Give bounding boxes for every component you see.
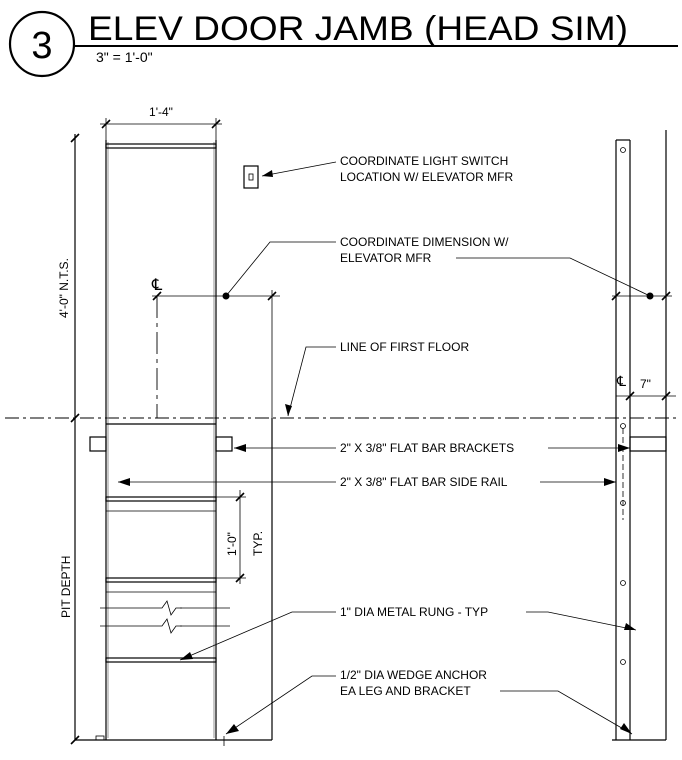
ladder-section: ℄ 7" [615,139,676,740]
centerline-symbol: ℄ [151,277,163,294]
drawing-scale: 3" = 1'-0" [96,49,153,65]
light-switch-toggle [248,173,254,181]
arrowhead [226,724,239,734]
ladder-elevation: ℄ [89,140,233,746]
cl-dimension-tick [152,291,162,301]
ladder-rung [105,577,217,583]
ladder-top-rung [105,143,217,149]
light-switch-symbol [243,165,259,189]
offset-dimension-text: 7" [640,377,651,391]
width-dimension-text: 1'-4" [149,105,173,119]
detail-bubble [8,10,76,78]
width-tick [211,119,221,129]
arrowhead [624,623,636,630]
pit-depth-text: PIT DEPTH [59,556,73,618]
bracket-right [215,436,233,452]
note-light-switch-line1: COORDINATE LIGHT SWITCH [340,154,508,168]
note-brackets: 2" X 3/8" FLAT BAR BRACKETS [340,441,514,455]
bracket-left [89,436,107,452]
dimensions: 1'-4" 4'-0" N.T.S. PIT DEPTH 1'-0" TYP. [57,105,672,745]
cl-dimension-tick-right [661,291,671,301]
note-side-rail: 2" X 3/8" FLAT BAR SIDE RAIL [340,475,508,489]
arrowhead [234,444,246,452]
leader-rung-left [179,611,336,661]
offset-tick [661,391,671,401]
note-anchor-line1: 1/2" DIA WEDGE ANCHOR [340,668,487,682]
arrowhead [180,652,193,660]
leader-coordinate-dimension-right [456,257,651,297]
arrowhead [620,723,632,734]
arrowhead [285,404,292,416]
rung-spacing-tick [235,573,245,583]
rung-spacing-typ-text: TYP. [251,531,265,556]
arrowhead [618,444,630,452]
arrowhead [118,478,130,486]
note-light-switch-line2: LOCATION W/ ELEVATOR MFR [340,170,513,184]
note-coordinate-dimension-line1: COORDINATE DIMENSION W/ [340,235,509,249]
break-mask [150,600,180,632]
rail-bolt-hole [620,147,626,153]
leader-light-switch [261,161,337,177]
bracket-section [629,436,667,452]
note-first-floor: LINE OF FIRST FLOOR [340,340,469,354]
drawing-title: ELEV DOOR JAMB (HEAD SIM) [88,10,628,48]
ladder-rung [105,657,217,663]
detail-number: 3 [31,25,52,67]
height-tick [70,413,80,423]
rung-spacing-tick [235,492,245,502]
cl-dimension-tick-right [611,291,621,301]
arrowhead [604,478,616,486]
rung-spacing-text: 1'-0" [225,532,239,556]
leader-coordinate-dimension-left [225,241,336,297]
pit-depth-tick [70,735,80,745]
leader-rung-right [526,611,637,631]
leader-anchor-left [225,675,336,735]
arrowhead [262,170,273,177]
break-symbol [150,618,182,634]
rail-bolt-hole [620,580,626,586]
leader-anchor-right [500,690,633,735]
annotations: COORDINATE LIGHT SWITCH LOCATION W/ ELEV… [118,154,651,735]
note-rung: 1" DIA METAL RUNG - TYP [340,605,488,619]
leader-first-floor [287,346,336,417]
cl-dimension-tick [267,291,277,301]
walls [74,130,667,741]
break-line [100,600,230,634]
offset-tick [625,391,635,401]
ladder-rung [105,496,217,502]
height-tick [70,133,80,143]
rail-base-tick [95,735,105,741]
section-centerline-symbol: ℄ [616,373,626,389]
break-symbol [150,600,182,616]
title-block: 3 ELEV DOOR JAMB (HEAD SIM) 3" = 1'-0" [8,10,678,78]
note-anchor-line2: EA LEG AND BRACKET [340,684,471,698]
height-dimension-text: 4'-0" N.T.S. [57,258,71,318]
rail-bolt-hole [620,659,626,665]
note-coordinate-dimension-line2: ELEVATOR MFR [340,251,432,265]
width-tick [101,119,111,129]
rail-bolt-hole [620,423,626,429]
